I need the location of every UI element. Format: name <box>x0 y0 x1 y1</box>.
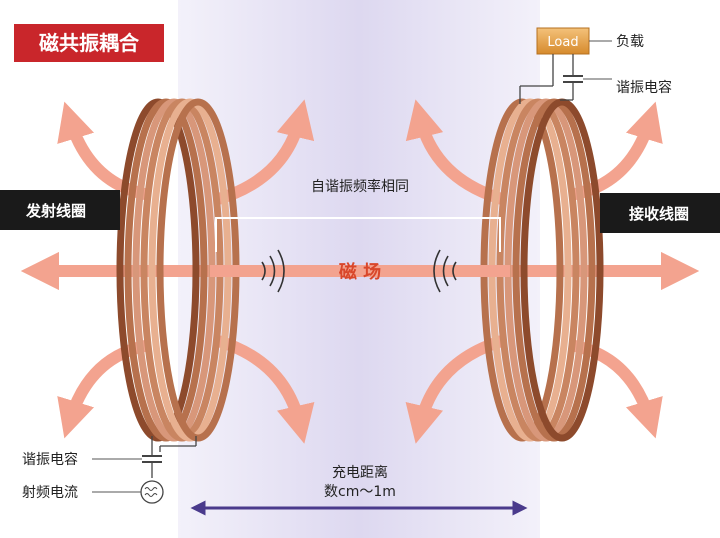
same-frequency-bracket <box>215 217 501 252</box>
tx-coil-tag: 发射线圈 <box>0 190 120 230</box>
rx-coil-label: 接收线圈 <box>629 205 689 223</box>
title-text: 磁共振耦合 <box>39 31 140 55</box>
left-capacitor-label: 谐振电容 <box>22 451 78 468</box>
same-frequency-label: 自谐振频率相同 <box>311 178 409 195</box>
load-box-label: Load <box>547 35 578 50</box>
rf-current-label: 射频电流 <box>22 485 78 501</box>
load-caption: 负载 <box>616 34 644 50</box>
ac-source-icon <box>140 480 164 504</box>
distance-label-line1: 充电距离 <box>332 464 388 481</box>
wave-left-icon <box>261 249 285 293</box>
magnetic-field-label: 磁 场 <box>339 261 381 283</box>
distance-label-line2: 数cm～1m <box>324 484 396 500</box>
wave-right-icon <box>433 249 457 293</box>
tx-coil-label: 发射线圈 <box>25 202 86 220</box>
load-circuit: Load 负载 谐振电容 <box>519 27 672 104</box>
source-circuit: 谐振电容 射频电流 <box>22 436 197 504</box>
right-capacitor-label: 谐振电容 <box>616 79 672 96</box>
title-badge: 磁共振耦合 <box>14 24 164 62</box>
rx-coil-tag: 接收线圈 <box>600 193 720 233</box>
